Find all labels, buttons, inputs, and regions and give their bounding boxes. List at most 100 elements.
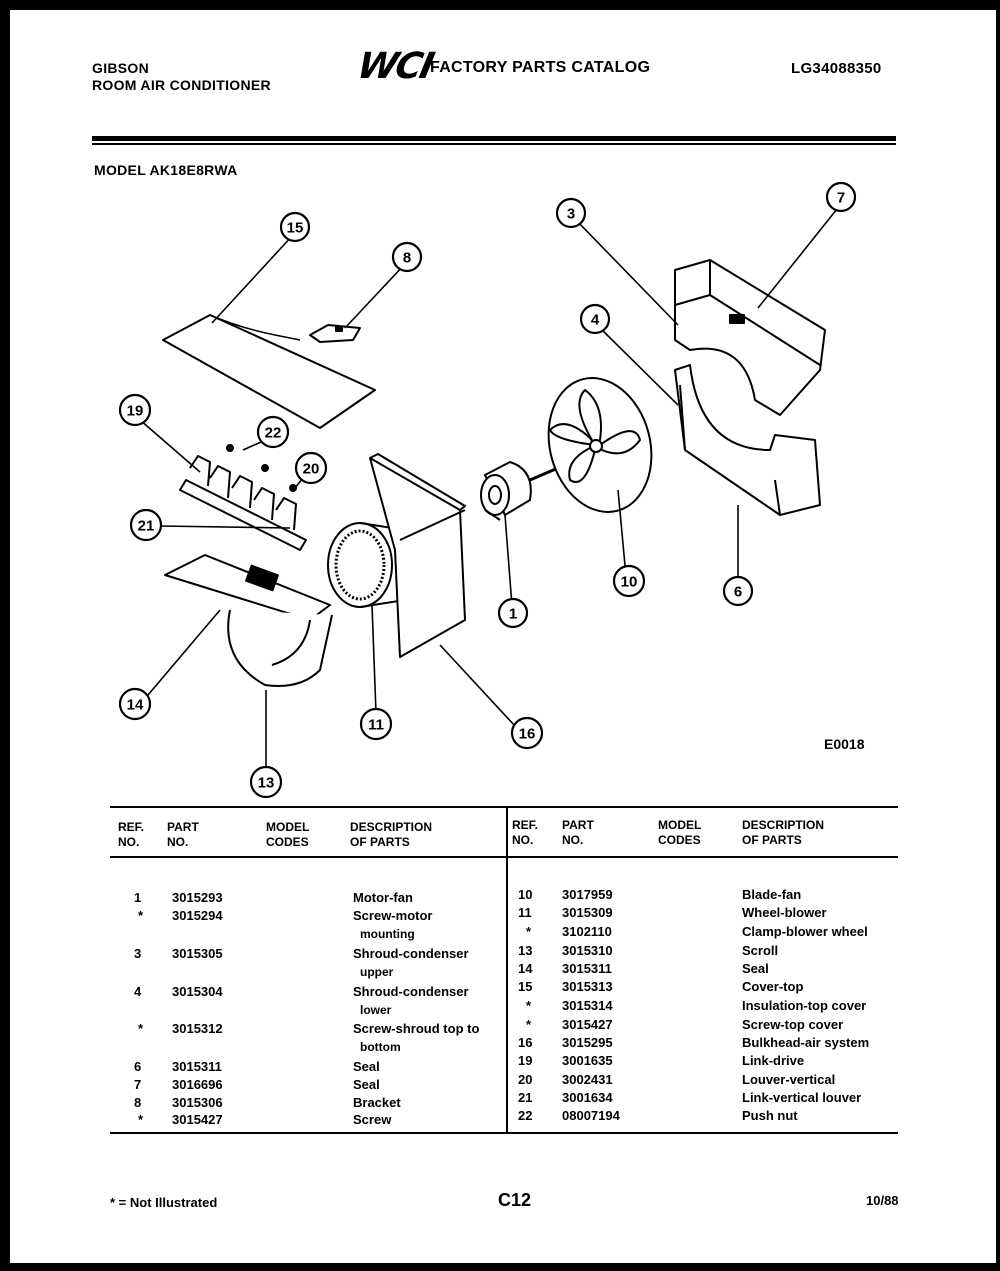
header-ref-no-left: REF.NO. [118, 820, 145, 849]
left-row-2-desc: Screw-motor [353, 908, 433, 923]
callout-20: 20 [294, 451, 328, 485]
left-row-6-desc: Seal [353, 1059, 380, 1074]
right-row-4-part: 3015310 [562, 943, 613, 958]
header-rule-thin [92, 143, 896, 145]
right-row-12-desc: Link-vertical louver [742, 1090, 862, 1105]
callout-11: 11 [359, 707, 393, 741]
exploded-diagram: 15 8 3 7 4 19 22 20 21 10 6 1 14 11 16 1… [118, 181, 857, 799]
right-row-7-ref: * [526, 998, 532, 1013]
svg-text:10: 10 [621, 574, 638, 591]
right-row-10-part: 3001635 [562, 1053, 613, 1068]
right-row-4-ref: 13 [518, 943, 533, 958]
catalog-title: FACTORY PARTS CATALOG [430, 59, 651, 76]
svg-text:22: 22 [265, 425, 282, 442]
left-row-5-part: 3015312 [172, 1021, 223, 1036]
left-row-9-desc: Screw [353, 1112, 392, 1127]
right-row-6-part: 3015313 [562, 979, 613, 994]
right-row-12-ref: 21 [518, 1090, 533, 1105]
right-row-11-desc: Louver-vertical [742, 1072, 836, 1087]
left-row-2-ref: * [138, 908, 144, 923]
top-cover-part [162, 314, 376, 429]
product-type: ROOM AIR CONDITIONER [92, 77, 271, 93]
catalog-number: LG34088350 [791, 60, 882, 77]
right-row-3-part: 3102110 [562, 924, 612, 939]
left-row-1-part: 3015293 [172, 890, 223, 905]
callout-21: 21 [129, 508, 163, 542]
left-row-1-ref: 1 [134, 890, 142, 905]
callout-7: 7 [825, 181, 857, 213]
svg-text:4: 4 [591, 312, 600, 329]
left-row-7-ref: 7 [134, 1077, 142, 1092]
right-row-1-part: 3017959 [562, 887, 613, 902]
page-date: 10/88 [866, 1193, 899, 1208]
louver-assembly-part [179, 444, 307, 551]
right-row-10-ref: 19 [518, 1053, 533, 1068]
right-row-9-ref: 16 [518, 1035, 533, 1050]
left-row-1-desc: Motor-fan [353, 890, 413, 905]
svg-text:8: 8 [403, 250, 411, 267]
left-row-2-part: 3015294 [172, 908, 223, 923]
left-row-8-part: 3015306 [172, 1095, 223, 1110]
svg-text:13: 13 [258, 775, 275, 792]
svg-text:3: 3 [567, 206, 575, 223]
left-row-5-desc-cont: bottom [360, 1040, 401, 1054]
upper-shroud-part [674, 259, 826, 416]
blower-wheel-part [327, 522, 406, 608]
right-row-12-part: 3001634 [562, 1090, 613, 1105]
table-header-rule-right [508, 856, 898, 858]
right-row-1-ref: 10 [518, 887, 533, 902]
left-row-9-part: 3015427 [172, 1112, 223, 1127]
right-row-10-desc: Link-drive [742, 1053, 805, 1068]
right-row-9-desc: Bulkhead-air system [742, 1035, 870, 1050]
callout-15: 15 [279, 211, 311, 243]
svg-text:11: 11 [368, 717, 384, 734]
brand-name: GIBSON [92, 60, 150, 76]
left-row-2-desc-cont: mounting [360, 927, 415, 941]
model-label: MODEL AK18E8RWA [94, 162, 238, 178]
right-row-11-ref: 20 [518, 1072, 533, 1087]
right-row-7-desc: Insulation-top cover [742, 998, 867, 1013]
page-code: C12 [498, 1190, 532, 1210]
right-row-5-ref: 14 [518, 961, 533, 976]
left-row-3-desc: Shroud-condenser [353, 946, 469, 961]
callout-8: 8 [391, 241, 423, 273]
right-row-13-ref: 22 [518, 1108, 533, 1123]
fan-blade-part [547, 377, 653, 513]
left-row-6-part: 3015311 [172, 1059, 222, 1074]
not-illustrated-footnote: * = Not Illustrated [110, 1195, 218, 1210]
table-center-divider [506, 808, 508, 1132]
left-row-9-ref: * [138, 1112, 144, 1127]
svg-text:6: 6 [734, 584, 742, 601]
right-row-9-part: 3015295 [562, 1035, 613, 1050]
left-row-3-ref: 3 [134, 946, 142, 961]
right-row-11-part: 3002431 [562, 1072, 613, 1087]
right-row-1-desc: Blade-fan [742, 887, 802, 902]
callout-3: 3 [555, 197, 587, 229]
callout-10: 10 [612, 564, 646, 598]
left-row-8-desc: Bracket [353, 1095, 401, 1110]
callout-22: 22 [256, 415, 290, 449]
callout-14: 14 [118, 687, 152, 721]
callout-1: 1 [497, 597, 529, 629]
right-row-3-desc: Clamp-blower wheel [742, 924, 868, 939]
callout-19: 19 [118, 393, 152, 427]
svg-text:16: 16 [519, 726, 536, 743]
table-bottom-rule [110, 1132, 898, 1134]
left-row-7-part: 3016696 [172, 1077, 223, 1092]
right-row-13-part: 08007194 [562, 1108, 620, 1123]
right-row-8-part: 3015427 [562, 1017, 613, 1032]
left-row-5-ref: * [138, 1021, 144, 1036]
lower-shroud-part [674, 364, 821, 516]
right-row-5-desc: Seal [742, 961, 769, 976]
right-row-3-ref: * [526, 924, 532, 939]
svg-text:15: 15 [287, 220, 304, 237]
right-row-6-ref: 15 [518, 979, 533, 994]
left-row-8-ref: 8 [134, 1095, 142, 1110]
fan-motor-part [480, 461, 566, 521]
brand-block: GIBSON ROOM AIR CONDITIONER [92, 60, 271, 94]
left-row-3-part: 3015305 [172, 946, 223, 961]
